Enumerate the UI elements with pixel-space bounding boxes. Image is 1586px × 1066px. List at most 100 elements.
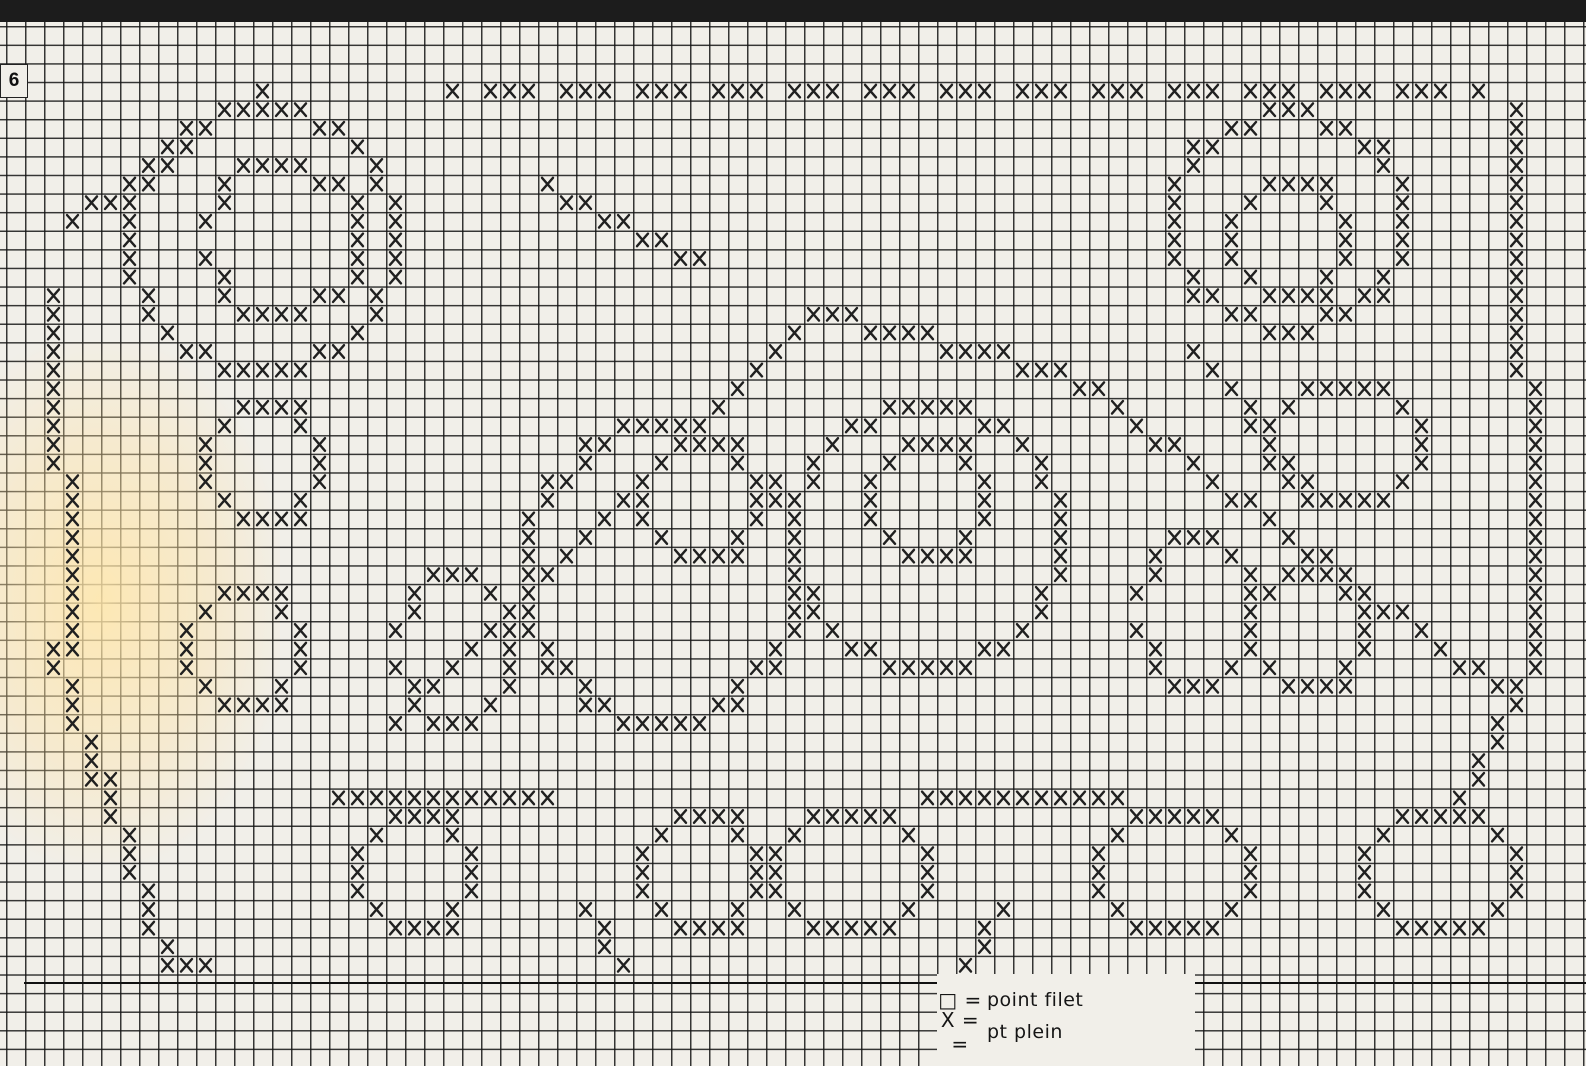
stitch-cross [580, 438, 591, 451]
stitch-cross [504, 643, 515, 656]
stitch-cross [732, 531, 743, 544]
stitch-cross [675, 810, 686, 823]
stitch-cross [618, 959, 629, 972]
stitch-cross [1321, 178, 1332, 191]
stitch-cross [637, 234, 648, 247]
stitch-cross [409, 792, 420, 805]
stitch-cross [1511, 178, 1522, 191]
stitch-cross [1264, 103, 1275, 116]
stitch-cross [257, 401, 268, 414]
stitch-cross [1036, 475, 1047, 488]
stitch-cross [922, 792, 933, 805]
stitch-cross [1321, 289, 1332, 302]
stitch-cross [1245, 85, 1256, 98]
stitch-cross [1359, 847, 1370, 860]
stitch-cross [181, 959, 192, 972]
stitch-cross [257, 364, 268, 377]
stitch-cross [1511, 159, 1522, 172]
stitch-cross [675, 420, 686, 433]
stitch-cross [67, 624, 78, 637]
stitch-cross [1245, 606, 1256, 619]
stitch-cross [960, 85, 971, 98]
stitch-cross [409, 810, 420, 823]
stitch-cross [1245, 420, 1256, 433]
stitch-cross [1511, 141, 1522, 154]
stitch-cross [751, 885, 762, 898]
stitch-cross [1112, 401, 1123, 414]
stitch-cross [67, 568, 78, 581]
stitch-cross [67, 513, 78, 526]
stitch-cross [1530, 624, 1541, 637]
stitch-cross [1112, 85, 1123, 98]
stitch-cross [1188, 85, 1199, 98]
stitch-cross [1150, 550, 1161, 563]
stitch-cross [1188, 531, 1199, 544]
stitch-cross [428, 680, 439, 693]
stitch-cross [200, 959, 211, 972]
stitch-cross [1055, 494, 1066, 507]
stitch-cross [1511, 364, 1522, 377]
stitch-cross [694, 922, 705, 935]
cross-icon: X = = [937, 1008, 983, 1056]
stitch-cross [1245, 885, 1256, 898]
stitch-cross [1530, 661, 1541, 674]
stitch-cross [1017, 364, 1028, 377]
stitch-cross [1321, 271, 1332, 284]
stitch-cross [1017, 624, 1028, 637]
stitch-cross [732, 438, 743, 451]
stitch-cross [808, 922, 819, 935]
stitch-cross [1226, 215, 1237, 228]
stitch-cross [751, 513, 762, 526]
stitch-cross [732, 550, 743, 563]
stitch-cross [181, 122, 192, 135]
stitch-cross [466, 866, 477, 879]
stitch-cross [1112, 903, 1123, 916]
stitch-cross [67, 587, 78, 600]
stitch-cross [1188, 271, 1199, 284]
stitch-cross [789, 568, 800, 581]
stitch-cross [903, 85, 914, 98]
stitch-cross [143, 159, 154, 172]
stitch-cross [352, 866, 363, 879]
stitch-cross [789, 606, 800, 619]
stitch-cross [960, 345, 971, 358]
stitch-cross [770, 345, 781, 358]
stitch-cross [1112, 829, 1123, 842]
stitch-cross [1302, 382, 1313, 395]
stitch-cross [1226, 903, 1237, 916]
stitch-cross [1397, 234, 1408, 247]
stitch-cross [903, 903, 914, 916]
stitch-cross [599, 699, 610, 712]
stitch-cross [162, 327, 173, 340]
stitch-cross [1397, 196, 1408, 209]
stitch-cross [428, 792, 439, 805]
stitch-cross [428, 922, 439, 935]
stitch-cross [314, 289, 325, 302]
stitch-cross [1473, 754, 1484, 767]
stitch-cross [1245, 196, 1256, 209]
stitch-cross [561, 550, 572, 563]
stitch-cross [1207, 141, 1218, 154]
stitch-cross [447, 568, 458, 581]
stitch-cross [1473, 922, 1484, 935]
stitch-cross [86, 754, 97, 767]
stitch-cross [542, 178, 553, 191]
stitch-cross [1321, 382, 1332, 395]
stitch-cross [1492, 736, 1503, 749]
stitch-cross [295, 420, 306, 433]
stitch-cross [998, 345, 1009, 358]
stitch-cross [1207, 85, 1218, 98]
stitch-cross [371, 159, 382, 172]
stitch-cross [580, 85, 591, 98]
stitch-cross [238, 308, 249, 321]
stitch-cross [1283, 475, 1294, 488]
stitch-cross [1530, 438, 1541, 451]
chart-border-line [24, 982, 1586, 984]
stitch-cross [295, 401, 306, 414]
filet-crochet-pattern [0, 22, 1586, 1066]
stitch-cross [504, 680, 515, 693]
stitch-cross [1245, 643, 1256, 656]
stitch-cross [694, 550, 705, 563]
stitch-cross [1340, 122, 1351, 135]
stitch-cross [1169, 922, 1180, 935]
